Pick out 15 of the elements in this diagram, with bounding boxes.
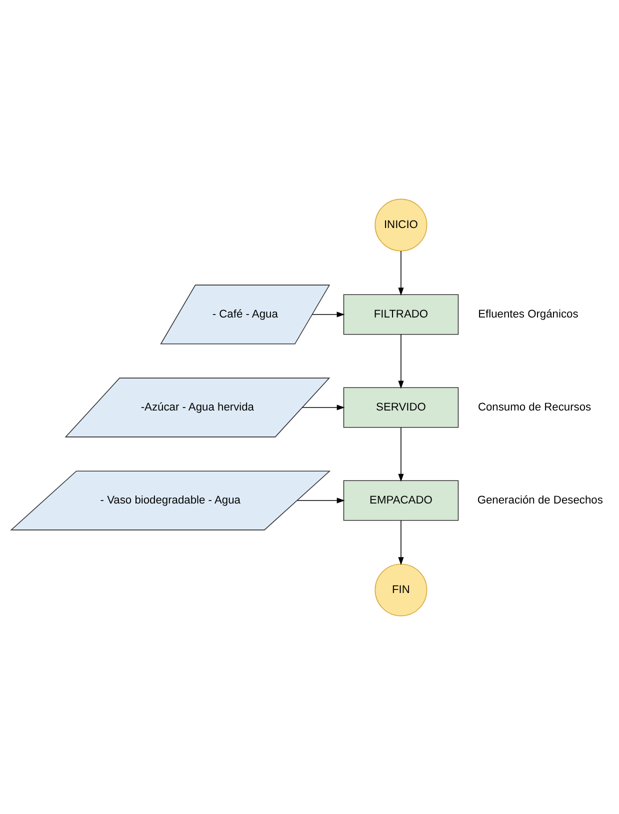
arrow xyxy=(312,311,345,317)
arrow xyxy=(398,520,404,565)
node-box: EMPACADO xyxy=(343,480,459,520)
arrow xyxy=(296,497,345,503)
node-circle: FIN xyxy=(374,563,428,616)
node-box: FILTRADO xyxy=(343,294,459,334)
arrow xyxy=(398,250,404,296)
node-circle: INICIO xyxy=(374,198,428,251)
arrow xyxy=(302,404,345,410)
node-label: Efluentes Orgánicos xyxy=(478,308,578,320)
node-box: SERVIDO xyxy=(343,386,459,428)
node-label: Generación de Desechos xyxy=(477,494,603,506)
arrow xyxy=(398,334,404,388)
node-label: Consumo de Recursos xyxy=(478,400,592,413)
arrow xyxy=(398,426,404,482)
